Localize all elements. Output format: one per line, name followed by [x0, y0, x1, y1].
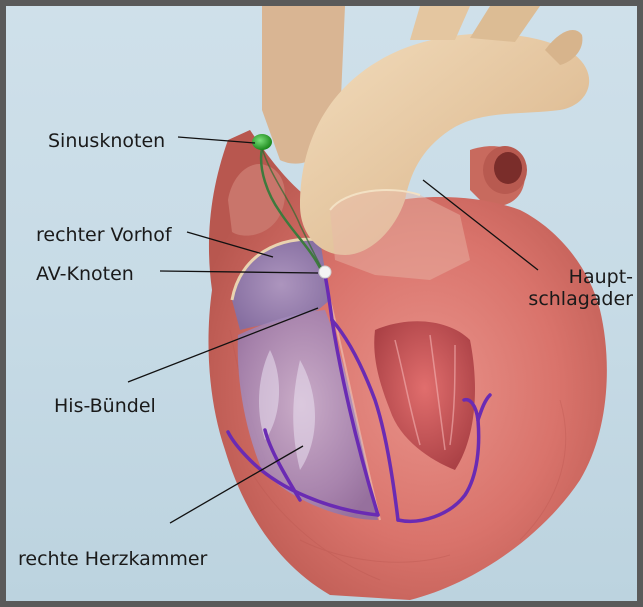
label-his-buendel: His-Bündel	[54, 396, 156, 418]
pulmonary-vessel	[470, 146, 527, 206]
label-hauptschlagader: Haupt- schlagader	[518, 267, 633, 311]
label-hauptschlagader-line1: Haupt-	[518, 267, 633, 289]
label-sinusknoten: Sinusknoten	[48, 131, 165, 153]
label-rechte-herzkammer: rechte Herzkammer	[18, 549, 207, 571]
sinus-node	[252, 134, 272, 150]
label-rechter-vorhof: rechter Vorhof	[36, 225, 172, 247]
label-av-knoten: AV-Knoten	[36, 264, 134, 286]
label-hauptschlagader-line2: schlagader	[518, 289, 633, 311]
av-node	[319, 266, 331, 278]
